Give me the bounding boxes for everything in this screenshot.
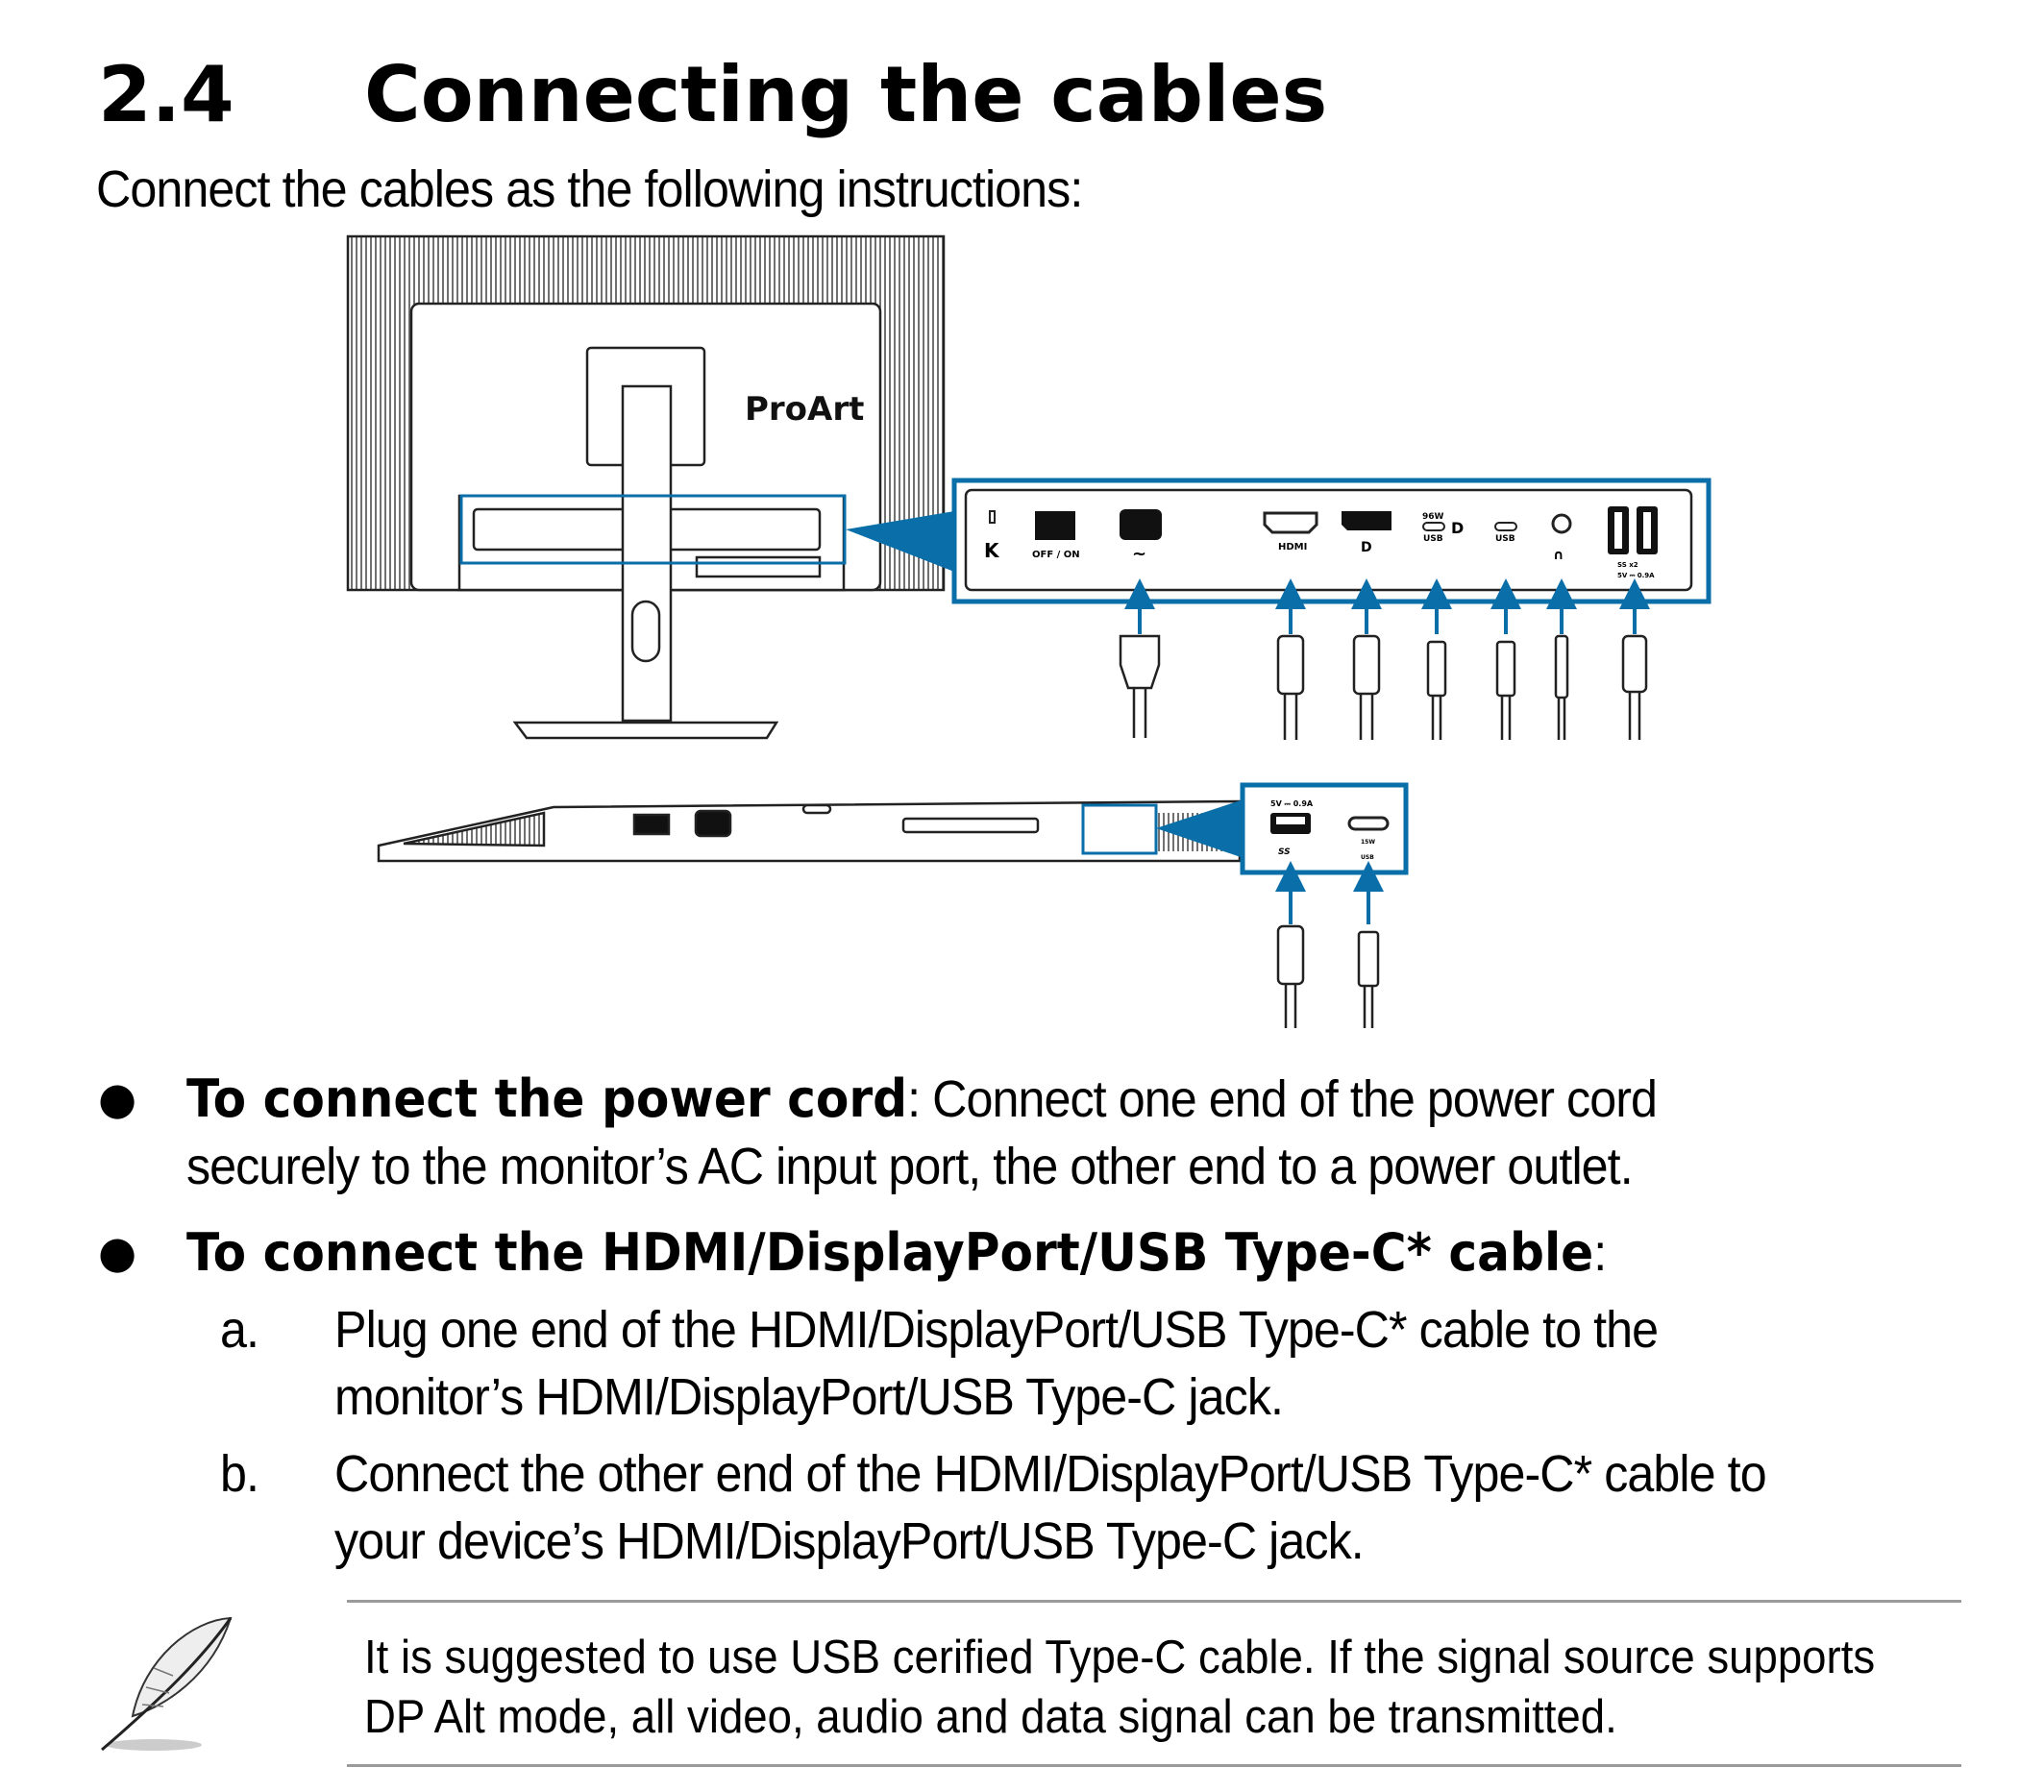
bullet-text-line2: securely to the monitor’s AC input port,… bbox=[186, 1138, 1634, 1195]
usbc-power-label: 96W bbox=[1422, 512, 1444, 522]
step-b-line1: Connect the other end of the HDMI/Displa… bbox=[334, 1445, 1767, 1503]
step-letter: a. bbox=[220, 1301, 259, 1359]
bullet-icon: ● bbox=[98, 1226, 137, 1278]
monitor-rear bbox=[346, 234, 946, 740]
bullet-icon: ● bbox=[98, 1072, 137, 1124]
bullet-text: : Connect one end of the power cord bbox=[907, 1070, 1658, 1128]
lock-slot-icon bbox=[989, 510, 996, 524]
step-a-line1: Plug one end of the HDMI/DisplayPort/USB… bbox=[334, 1301, 1659, 1359]
dp-alt-icon: D bbox=[1451, 519, 1464, 537]
usbc-plug-icon-side bbox=[1357, 930, 1380, 988]
side-usbc-power: 15W bbox=[1361, 839, 1375, 846]
rear-port-panel: K OFF / ON ~ HDMI D 96W USB D USB ∩ SS x… bbox=[951, 478, 1712, 604]
bullet-power-cord: To connect the power cord: Connect one e… bbox=[186, 1068, 1658, 1129]
usba-rating: 5V ⎓ 0.9A bbox=[1617, 572, 1655, 579]
step-b-line2: your device’s HDMI/DisplayPort/USB Type-… bbox=[334, 1512, 1365, 1570]
power-switch-icon bbox=[1035, 511, 1075, 540]
note-line1: It is suggested to use USB cerified Type… bbox=[364, 1632, 1876, 1683]
switch-label: OFF / ON bbox=[1032, 550, 1080, 560]
headphone-icon: ∩ bbox=[1553, 548, 1564, 563]
rear-cables bbox=[1119, 578, 1650, 740]
headphone-jack-icon bbox=[1551, 513, 1572, 534]
usba-label: SS x2 bbox=[1617, 561, 1638, 569]
note-bottom-divider bbox=[347, 1764, 1961, 1767]
ac-label: ~ bbox=[1132, 544, 1146, 564]
side-cables bbox=[1275, 861, 1384, 1028]
hdmi-port-icon bbox=[1263, 511, 1318, 534]
audio-plug-icon bbox=[1554, 634, 1569, 700]
section-number: 2.4 bbox=[98, 50, 234, 139]
usbc-port-icon bbox=[1422, 522, 1445, 531]
side-usba-label: SS bbox=[1278, 847, 1291, 857]
bullet-heading: To connect the HDMI/DisplayPort/USB Type… bbox=[186, 1222, 1594, 1283]
zoom-callout-side bbox=[1156, 799, 1244, 858]
page-title: Connecting the cables bbox=[364, 50, 1328, 139]
bullet-text: : bbox=[1593, 1224, 1607, 1282]
step-a-line2: monitor’s HDMI/DisplayPort/USB Type-C ja… bbox=[334, 1368, 1284, 1426]
kensington-lock-icon: K bbox=[984, 539, 1000, 562]
usba-plug-icon-side bbox=[1276, 924, 1305, 986]
feather-icon bbox=[101, 1616, 233, 1752]
hdmi-plug-icon bbox=[1276, 634, 1305, 696]
power-plug-icon bbox=[1119, 634, 1161, 690]
side-usba-rating: 5V ⎓ 0.9A bbox=[1270, 799, 1314, 808]
proart-logo: ProArt bbox=[745, 390, 864, 429]
step-letter: b. bbox=[220, 1445, 259, 1503]
bullet-heading: To connect the power cord bbox=[186, 1068, 908, 1129]
ac-inlet-icon bbox=[1120, 509, 1162, 540]
intro-text: Connect the cables as the following inst… bbox=[96, 160, 1083, 218]
note-line2: DP Alt mode, all video, audio and data s… bbox=[364, 1691, 1617, 1743]
side-usbc-port-icon bbox=[1347, 816, 1390, 831]
bullet-hdmi-cable: To connect the HDMI/DisplayPort/USB Type… bbox=[186, 1222, 1607, 1283]
usbc-label: USB bbox=[1423, 534, 1443, 544]
monitor-bottom-view bbox=[377, 799, 1242, 863]
hdmi-label: HDMI bbox=[1278, 542, 1307, 552]
note-top-divider bbox=[347, 1600, 1961, 1603]
usbc2-port-icon bbox=[1494, 522, 1517, 531]
cable-connection-diagram: ProArt K OFF / ON ~ HDMI D 96W USB D USB… bbox=[346, 234, 1712, 1028]
usba-plug-icon bbox=[1621, 634, 1648, 694]
usbc-plug-icon bbox=[1426, 640, 1447, 698]
dp-label: D bbox=[1361, 540, 1372, 555]
side-usbc-label: USB bbox=[1361, 854, 1374, 861]
usbc2-label: USB bbox=[1495, 534, 1515, 544]
displayport-icon bbox=[1342, 511, 1391, 530]
zoom-callout bbox=[846, 511, 954, 572]
usbc-plug-icon-2 bbox=[1495, 640, 1516, 698]
side-port-panel: 5V ⎓ 0.9A SS 15W USB bbox=[1240, 782, 1409, 875]
dp-plug-icon bbox=[1352, 634, 1381, 696]
